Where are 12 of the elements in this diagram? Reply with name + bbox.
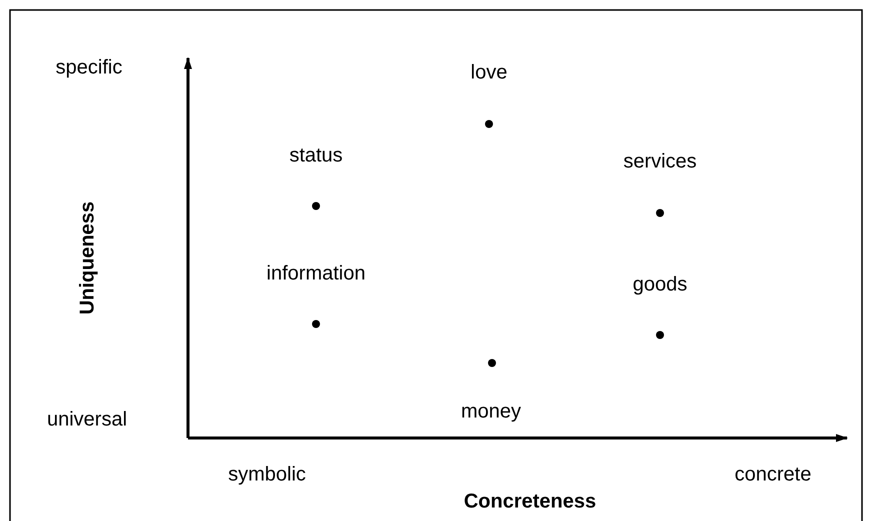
point-label: goods [632,274,688,296]
axis-end-label: symbolic [228,464,306,486]
point-label: love [470,62,508,84]
axis-title: Concreteness [464,490,596,514]
axis-end-label: universal [46,408,128,432]
axis-title: Uniqueness [76,201,100,315]
axis-end-label: specific [56,56,122,80]
point-label: status [289,144,343,168]
point-label: money [460,400,522,424]
axis-end-label: concrete [734,464,812,486]
point-label: services [623,150,697,174]
point-label: information [266,262,366,286]
